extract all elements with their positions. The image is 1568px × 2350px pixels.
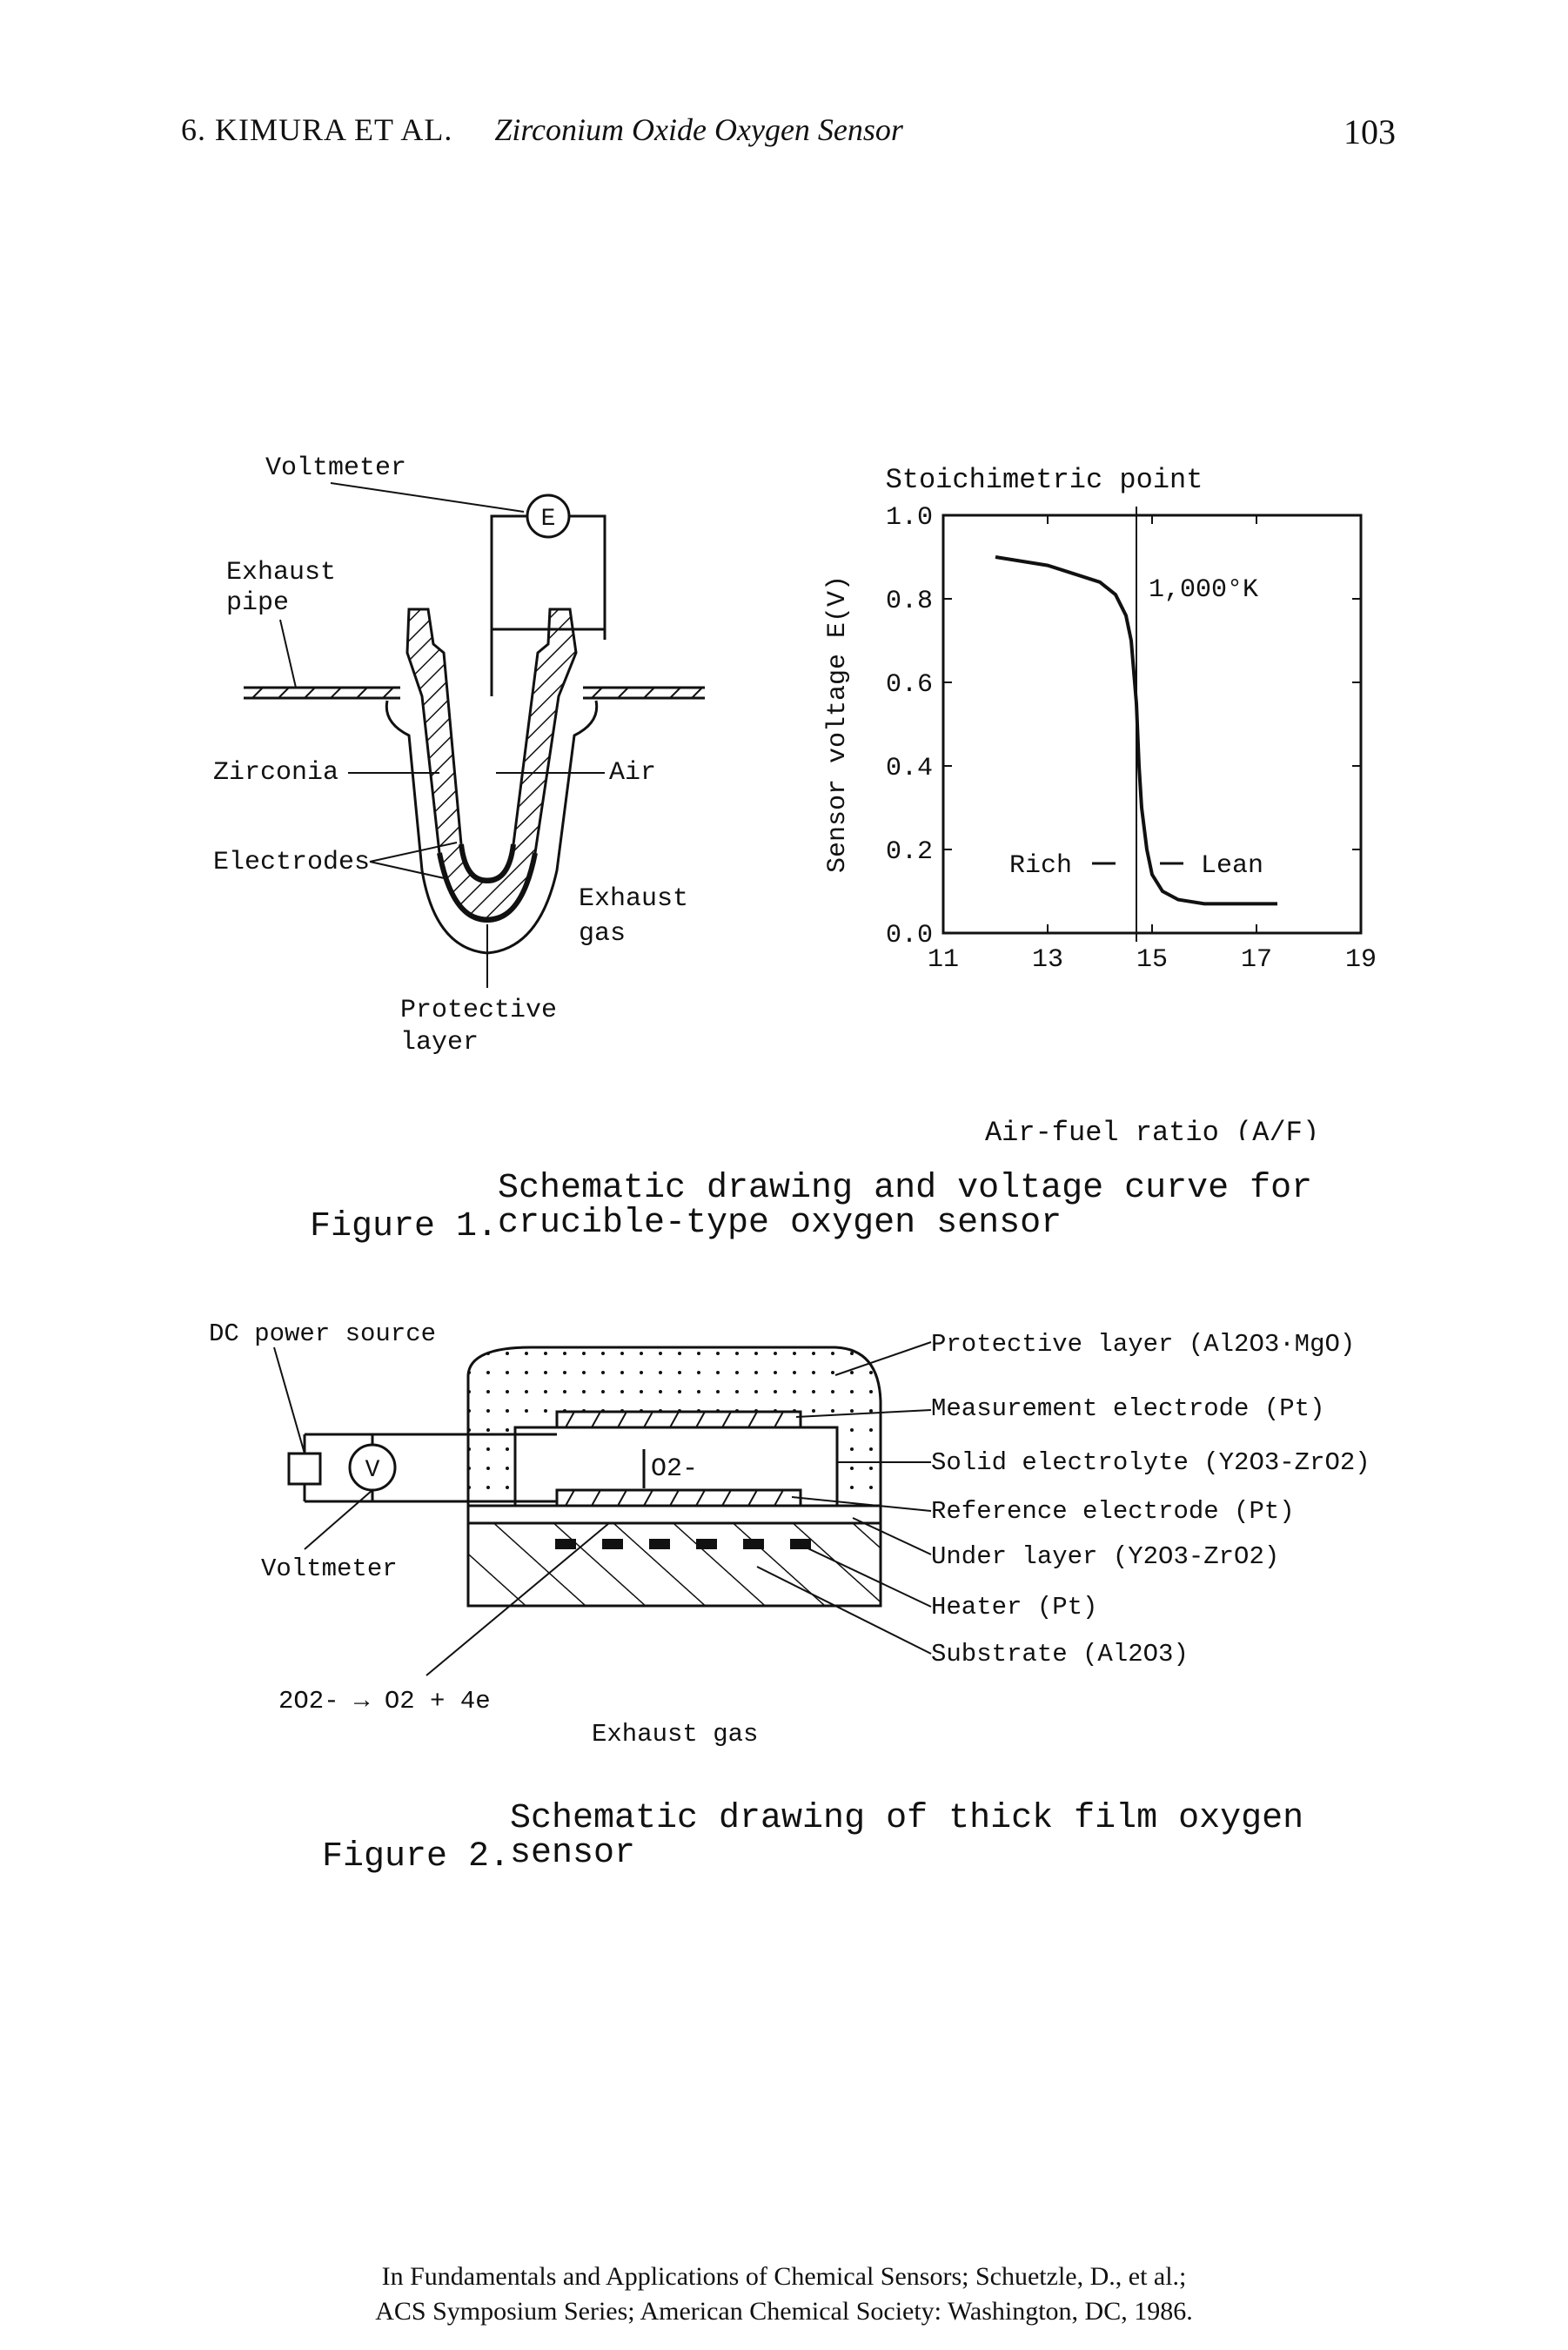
voltage-curve (995, 555, 1277, 906)
running-header: 6. KIMURA ET AL. Zirconium Oxide Oxygen S… (181, 111, 903, 148)
reaction-label: 2O2- → O2 + 4e (278, 1687, 491, 1716)
x-tick-label: 13 (1032, 945, 1063, 975)
figure2-caption-label: Figure 2. (322, 1837, 511, 1877)
under-layer-label: Under layer (Y2O3-ZrO2) (931, 1542, 1279, 1571)
exhaust-pipe-wall (244, 686, 705, 700)
voltmeter-label: Voltmeter (265, 453, 406, 483)
x-axis-label: Air-fuel ratio (A/F) (985, 1117, 1319, 1140)
electrodes-label: Electrodes (213, 848, 370, 877)
y-axis-ticks: 0.0 0.2 0.4 0.6 0.8 1.0 (886, 503, 1361, 950)
exhaust-gas-label-2: gas (579, 919, 626, 949)
protective-layer-label-2: layer (400, 1028, 479, 1058)
chapter-author: 6. KIMURA ET AL. (181, 112, 453, 147)
y-tick-label: 0.6 (886, 670, 933, 700)
chart-title: Stoichimetric point (886, 464, 1203, 496)
figure1-caption-line2: crucible-type oxygen sensor (498, 1204, 1062, 1243)
figure1-voltage-chart: Stoichimetric point 0.0 0.2 0.4 0.6 0.8 1.0 1… (823, 464, 1377, 1140)
inner-electrode (459, 843, 516, 884)
zirconia-label: Zirconia (213, 758, 338, 788)
x-tick-label: 19 (1345, 945, 1377, 975)
exhaust-pipe-label-1: Exhaust (226, 558, 336, 588)
figure2-schematic: O2- V DC power source Voltmeter 2O2- → O… (209, 1319, 1370, 1749)
dc-power-source-label: DC power source (209, 1319, 436, 1348)
heater (555, 1539, 811, 1549)
solid-electrolyte-label: Solid electrolyte (Y2O3-ZrO2) (931, 1448, 1370, 1477)
exhaust-gas-label-1: Exhaust (579, 884, 688, 914)
y-tick-label: 0.2 (886, 837, 933, 867)
x-tick-label: 15 (1136, 945, 1168, 975)
citation-line2: ACS Symposium Series; American Chemical … (375, 2297, 1193, 2326)
figure1-schematic: E Voltmeter Exhaust pipe Zirconia Air El… (213, 453, 705, 1058)
under-layer (466, 1504, 882, 1525)
temperature-annotation: 1,000°K (1149, 575, 1258, 605)
protective-layer-label: Protective layer (Al2O3·MgO) (931, 1330, 1355, 1359)
measurement-electrode-label: Measurement electrode (Pt) (931, 1394, 1324, 1423)
x-tick-label: 17 (1241, 945, 1272, 975)
rich-annotation: Rich (1009, 851, 1072, 881)
dc-source-icon (287, 1452, 322, 1486)
chapter-title: Zirconium Oxide Oxygen Sensor (494, 112, 903, 147)
figure1-caption-label: Figure 1. (310, 1207, 499, 1246)
voltmeter-e-label: E (541, 506, 556, 533)
air-label: Air (609, 758, 656, 788)
x-tick-label: 11 (928, 945, 959, 975)
reference-electrode-label: Reference electrode (Pt) (931, 1497, 1295, 1526)
outer-electrode (437, 852, 538, 923)
citation-line1: In Fundamentals and Applications of Chem… (381, 2262, 1187, 2291)
x-axis-ticks: 11 13 15 17 19 (928, 515, 1377, 975)
heater-label: Heater (Pt) (931, 1593, 1097, 1622)
exhaust-pipe-label-2: pipe (226, 588, 289, 618)
exhaust-gas-label: Exhaust gas (592, 1720, 758, 1749)
y-tick-label: 0.4 (886, 754, 933, 783)
y-tick-label: 0.0 (886, 921, 933, 950)
citation-footer: In Fundamentals and Applications of Chem… (0, 2259, 1568, 2329)
protective-layer-label-1: Protective (400, 996, 557, 1025)
y-tick-label: 0.8 (886, 587, 933, 616)
figure2-caption: Figure 2. Schematic drawing of thick fil… (280, 1800, 1303, 1953)
lean-annotation: Lean (1201, 851, 1263, 881)
y-tick-label: 1.0 (886, 503, 933, 533)
o2-ion-label: O2- (651, 1454, 698, 1484)
voltmeter-label-fig2: Voltmeter (261, 1554, 398, 1583)
dc-circuit: V (287, 1433, 557, 1503)
figure2-caption-line2: sensor (510, 1834, 636, 1873)
voltmeter-e-icon (526, 494, 571, 539)
page-number: 103 (1344, 112, 1396, 151)
figure2-caption-line1: Schematic drawing of thick film oxygen (510, 1799, 1304, 1838)
voltmeter-v-label: V (365, 1457, 380, 1484)
figure1-caption-line1: Schematic drawing and voltage curve for (498, 1169, 1313, 1208)
figure1-caption: Figure 1. Schematic drawing and voltage … (268, 1170, 1312, 1323)
y-axis-label: Sensor voltage E(V) (823, 575, 853, 873)
substrate (466, 1521, 882, 1608)
substrate-label: Substrate (Al2O3) (931, 1640, 1189, 1668)
